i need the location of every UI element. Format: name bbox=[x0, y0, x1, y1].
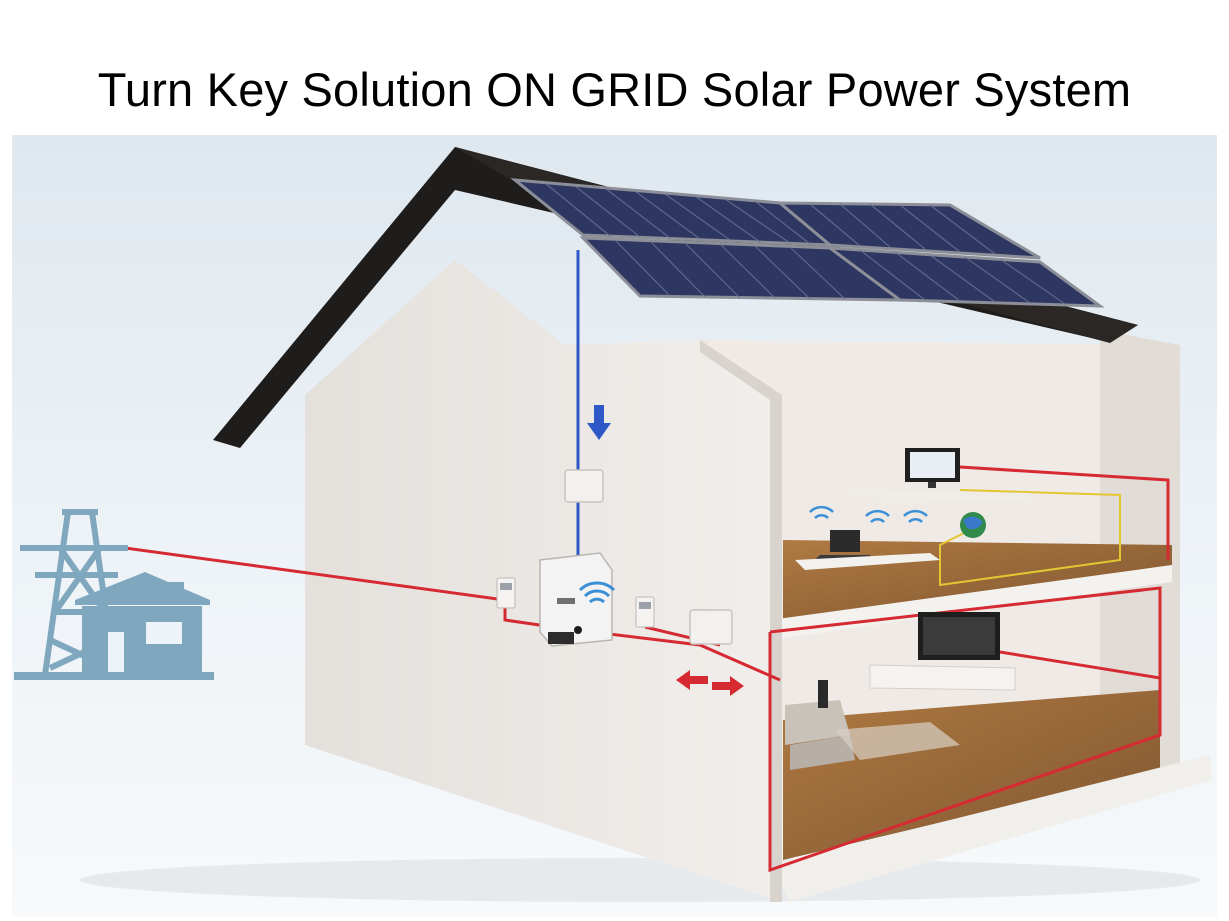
speaker-icon bbox=[818, 680, 828, 708]
wall-edge bbox=[700, 340, 782, 902]
grid-house-windows bbox=[108, 622, 182, 672]
monitor-icon bbox=[905, 448, 960, 488]
data-wire bbox=[939, 489, 1121, 587]
tv-icon bbox=[918, 612, 1000, 660]
base-slab bbox=[770, 755, 1212, 902]
sofa-icon bbox=[785, 700, 855, 770]
ac-distribution-box bbox=[689, 609, 733, 645]
rug bbox=[835, 722, 960, 760]
arrow-left-icon bbox=[676, 670, 708, 690]
page-title: Turn Key Solution ON GRID Solar Power Sy… bbox=[97, 63, 1132, 116]
wifi-icon bbox=[809, 505, 928, 523]
arrow-right-icon bbox=[712, 676, 744, 696]
lower-floor-wire bbox=[768, 586, 1162, 873]
coffee-table bbox=[795, 553, 940, 570]
solar-panel-cells bbox=[544, 182, 1066, 305]
meter-icon bbox=[496, 577, 655, 628]
dc-isolator-icon bbox=[564, 469, 604, 503]
ground-shadow bbox=[80, 858, 1200, 902]
inverter-icon bbox=[539, 552, 613, 647]
grid-house-icon bbox=[14, 572, 214, 680]
tv-cabinet bbox=[869, 664, 1016, 691]
desk bbox=[850, 490, 1030, 500]
arrow-down-icon bbox=[587, 405, 611, 440]
upper-floor-wire bbox=[959, 465, 1170, 560]
wifi-icon bbox=[578, 581, 616, 604]
grid-wire bbox=[124, 546, 781, 682]
globe-icon bbox=[960, 512, 986, 538]
tv-wire bbox=[999, 650, 1161, 680]
